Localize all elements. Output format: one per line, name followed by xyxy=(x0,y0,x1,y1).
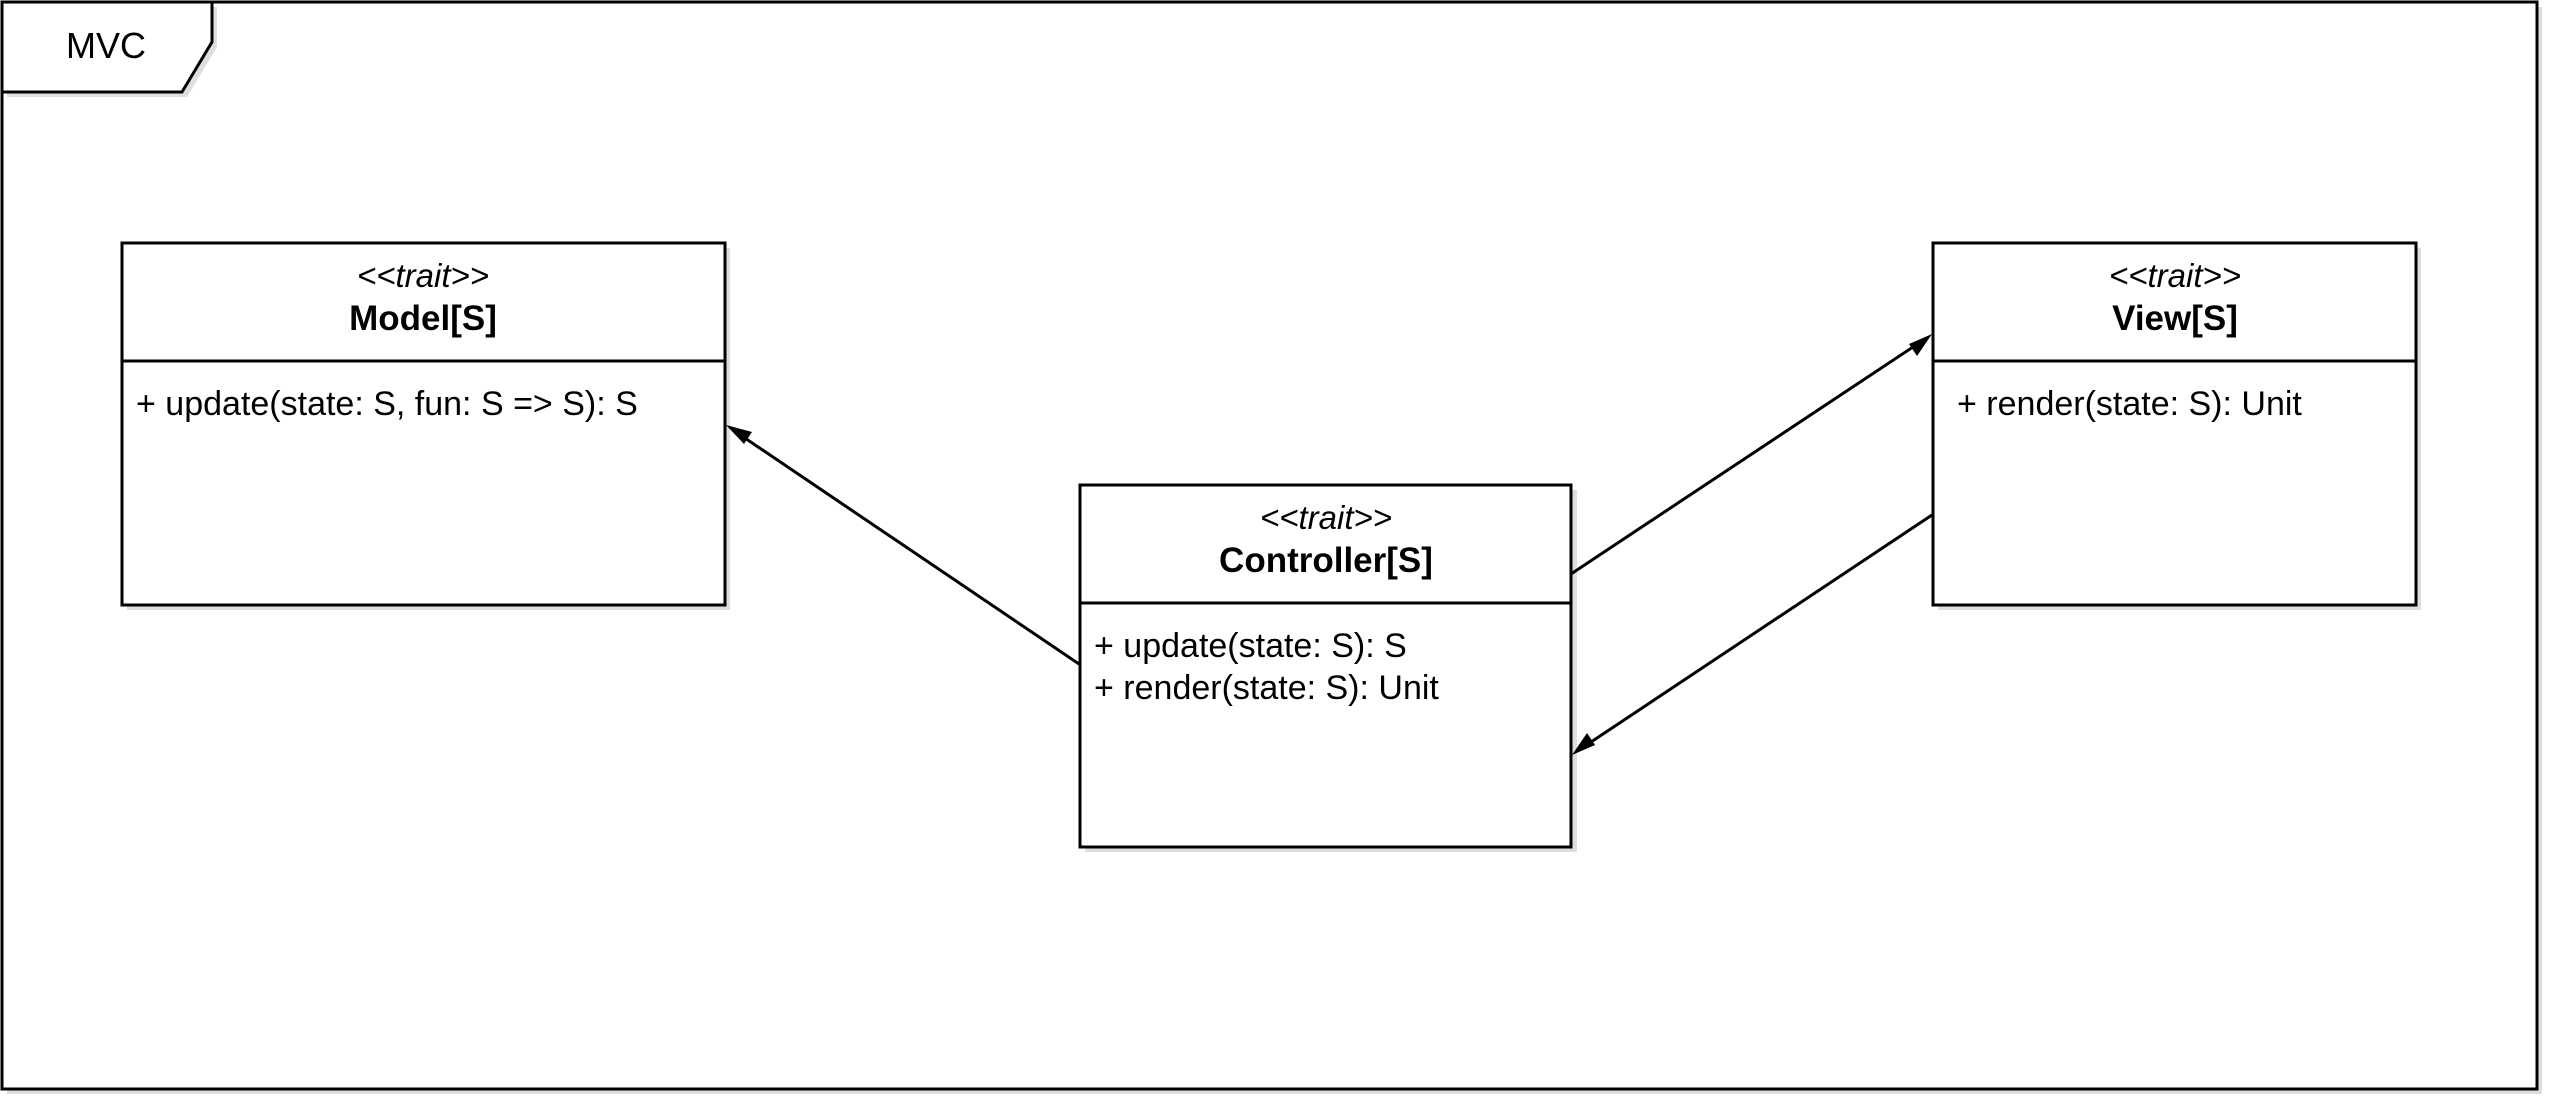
edge-view-to-controller[interactable] xyxy=(1581,513,1933,750)
edges xyxy=(726,334,1933,755)
class-model-box xyxy=(120,241,727,607)
class-view-name: View[S] xyxy=(2112,299,2238,338)
class-model[interactable]: <<trait>> Model[S] + update(state: S, fu… xyxy=(120,241,730,610)
edge-controller-to-view[interactable] xyxy=(1570,339,1923,576)
class-controller-name: Controller[S] xyxy=(1219,541,1433,580)
edge-controller-to-model[interactable] xyxy=(735,430,1080,666)
class-model-name: Model[S] xyxy=(349,299,497,338)
class-controller-member: + update(state: S): S xyxy=(1094,627,1407,665)
class-controller-member: + render(state: S): Unit xyxy=(1094,669,1439,707)
class-model-member: + update(state: S, fun: S => S): S xyxy=(136,385,638,423)
frame-tab xyxy=(0,0,214,94)
class-view[interactable]: <<trait>> View[S] + render(state: S): Un… xyxy=(1931,241,2421,610)
frame-label: MVC xyxy=(66,25,146,66)
arrowhead-model xyxy=(726,425,752,444)
class-view-box xyxy=(1931,241,2418,607)
arrowhead-controller xyxy=(1572,733,1595,755)
class-model-stereotype: <<trait>> xyxy=(357,257,489,294)
class-view-stereotype: <<trait>> xyxy=(2109,257,2241,294)
arrowhead-view xyxy=(1909,334,1932,356)
class-view-member: + render(state: S): Unit xyxy=(1957,385,2302,423)
class-controller-box xyxy=(1078,483,1573,849)
class-controller-stereotype: <<trait>> xyxy=(1260,499,1392,536)
class-controller[interactable]: <<trait>> Controller[S] + update(state: … xyxy=(1078,483,1577,852)
